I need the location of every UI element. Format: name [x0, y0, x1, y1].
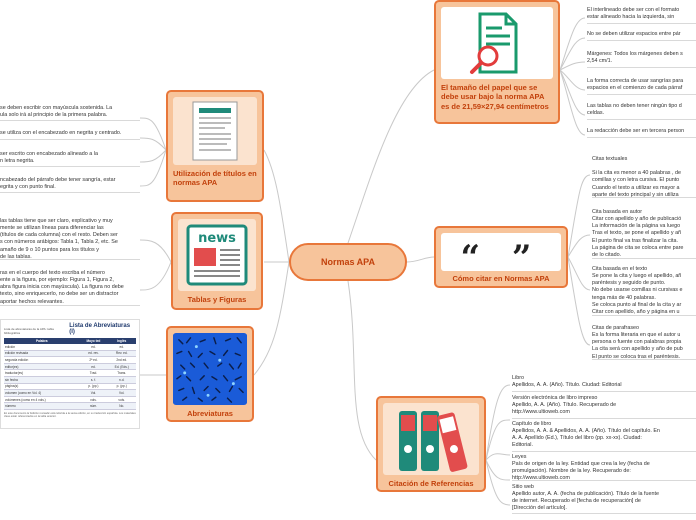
topic-tamano-title: El tamaño del papel que se debe usar baj… — [441, 83, 549, 111]
table-cell: edición — [4, 344, 80, 351]
topic-tamano-papel[interactable]: El tamaño del papel que se debe usar baj… — [434, 0, 560, 124]
news-word: news — [198, 231, 236, 246]
table-cell: Rev. ed. — [107, 350, 136, 358]
table-cell: ed. rev. — [79, 350, 108, 358]
table-cell: edición revisada — [4, 350, 80, 358]
titulos-leaf-2[interactable]: se utiliza con el encabezado en negrita … — [0, 130, 140, 140]
table-cell: 2ª ed. — [79, 356, 108, 364]
tamano-leaf-6[interactable]: La redacción debe ser en tercera person — [587, 128, 696, 138]
topic-tablas-figuras[interactable]: news Tablas y Figuras — [171, 212, 263, 310]
central-node[interactable]: Normas APA — [289, 243, 407, 281]
abrev-table-footnote: En este documento la 'Edición revisada' … — [4, 411, 136, 419]
referencias-leaf-leyes[interactable]: Leyes País de origen de la ley. Entidad … — [512, 454, 696, 481]
table-cell: ed. — [79, 363, 108, 371]
table-row: traductor(es)Trad.Trans. — [4, 369, 136, 377]
table-cell: vols. — [107, 396, 136, 404]
referencias-leaf-sitio-web[interactable]: Sitio web Apellido autor, A. A. (fecha d… — [512, 484, 696, 514]
table-row: volúmenes (como en 4 vols.)vols.vols. — [4, 396, 136, 404]
table-cell: ed. — [107, 344, 136, 351]
table-cell: volumen (como en Vol. 4) — [4, 389, 80, 397]
table-cell: No. — [107, 402, 136, 410]
table-cell: sin fecha — [4, 376, 80, 384]
table-cell: Trad. — [79, 369, 108, 377]
table-cell: p. (pp.) — [107, 383, 136, 391]
table-cell: página(s) — [4, 383, 80, 391]
topic-utilizacion-titulos[interactable]: Utilización de títulos en normas APA — [166, 90, 264, 202]
table-cell: ed. — [79, 344, 108, 351]
news-icon: news — [178, 219, 256, 291]
table-row: editor(es)ed.Ed. (Eds.) — [4, 363, 136, 371]
tamano-leaf-3[interactable]: Márgenes: Todos los márgenes deben s 2,5… — [587, 51, 696, 68]
topic-abreviaturas[interactable]: Abreviaturas — [166, 326, 254, 422]
topic-como-citar[interactable]: “ ” Cómo citar en Normas APA — [434, 226, 568, 288]
table-cell: número — [4, 402, 80, 410]
abrev-table-title: Lista de Abreviaturas (I) — [69, 323, 131, 335]
tamano-leaf-4[interactable]: La forma correcta de usar sangrías para … — [587, 78, 696, 95]
binders-icon — [383, 403, 479, 475]
tamano-leaf-5[interactable]: Las tablas no deben tener ningún tipo d … — [587, 103, 696, 120]
table-cell: segunda edición — [4, 356, 80, 364]
table-row: página(s)p. (pp.)p. (pp.) — [4, 383, 136, 391]
topic-abreviaturas-title: Abreviaturas — [187, 409, 233, 418]
titulos-leaf-1[interactable]: se deben escribir con mayúscula sostenid… — [0, 105, 140, 121]
table-cell: volúmenes (como en 4 vols.) — [4, 396, 80, 404]
table-cell: Vol. — [107, 389, 136, 397]
table-cell: traductor(es) — [4, 369, 80, 377]
titulos-leaf-4[interactable]: ncabezado del párrafo debe tener sangría… — [0, 177, 140, 193]
topic-referencias-title: Citación de Referencias — [388, 479, 474, 488]
citar-leaf-texto[interactable]: Cita basada en el texto Se pone la cita … — [592, 266, 696, 316]
topic-citacion-referencias[interactable]: Citación de Referencias — [376, 396, 486, 492]
table-row: volumen (como en Vol. 4)Vol.Vol. — [4, 389, 136, 397]
table-cell: editor(es) — [4, 363, 80, 371]
referencias-leaf-capitulo[interactable]: Capítulo de libro Apellidos, A. A. & Ape… — [512, 421, 696, 452]
abrev-header: Palabra — [35, 339, 48, 343]
topic-titulos-title: Utilización de títulos en normas APA — [173, 169, 257, 188]
citar-leaf-parafraseo[interactable]: Citas de parafraseo Es la forma literari… — [592, 325, 696, 360]
topic-citar-title: Cómo citar en Normas APA — [452, 274, 550, 283]
tablas-leaf-figuras[interactable]: ras en el cuerpo del texto escriba el nú… — [0, 270, 140, 306]
topic-tablas-title: Tablas y Figuras — [187, 295, 247, 304]
abrev-header: Inglés — [117, 339, 127, 343]
tamano-leaf-2[interactable]: No se deben utilizar espacios entre pár — [587, 31, 696, 41]
central-node-label: Normas APA — [320, 257, 375, 267]
abrev-header: Mayo ted — [86, 339, 101, 343]
table-cell: vols. — [79, 396, 108, 404]
quotation-marks-icon: “ ” — [441, 233, 561, 271]
table-cell: Vol. — [79, 389, 108, 397]
referencias-leaf-libro[interactable]: Libro Apellidos, A. A. (Año). Título. Ci… — [512, 375, 696, 392]
table-cell: Trans. — [107, 369, 136, 377]
tablas-leaf-tablas[interactable]: las tablas tiene que ser claro, explicat… — [0, 218, 140, 260]
document-search-icon — [441, 7, 553, 79]
abstract-pattern-icon — [173, 333, 247, 405]
table-cell: núm. — [79, 402, 108, 410]
citar-leaf-textuales[interactable]: Citas textuales Si la cita es menor a 40… — [592, 156, 696, 198]
citar-leaf-autor[interactable]: Cita basada en autor Citar con apellido … — [592, 209, 696, 259]
referencias-leaf-electronica[interactable]: Versión electrónica de libro impreso Ape… — [512, 395, 696, 419]
table-cell: 2nd ed. — [107, 356, 136, 364]
table-cell: n.d. — [107, 376, 136, 384]
table-cell: p. (pp.) — [79, 383, 108, 391]
abreviaturas-table-image[interactable]: Lista de abreviaturas de la APA: tabla b… — [0, 319, 140, 429]
titulos-leaf-3[interactable]: ser escrito con encabezado alineado a la… — [0, 151, 140, 167]
tamano-leaf-1[interactable]: El interlineado debe ser con el formato … — [587, 7, 696, 24]
table-cell: s. f. — [79, 376, 108, 384]
text-document-icon — [173, 97, 257, 165]
table-cell: Ed. (Eds.) — [107, 363, 136, 371]
abrev-table-subtitle: Lista de abreviaturas de la APA: tabla b… — [4, 327, 54, 335]
